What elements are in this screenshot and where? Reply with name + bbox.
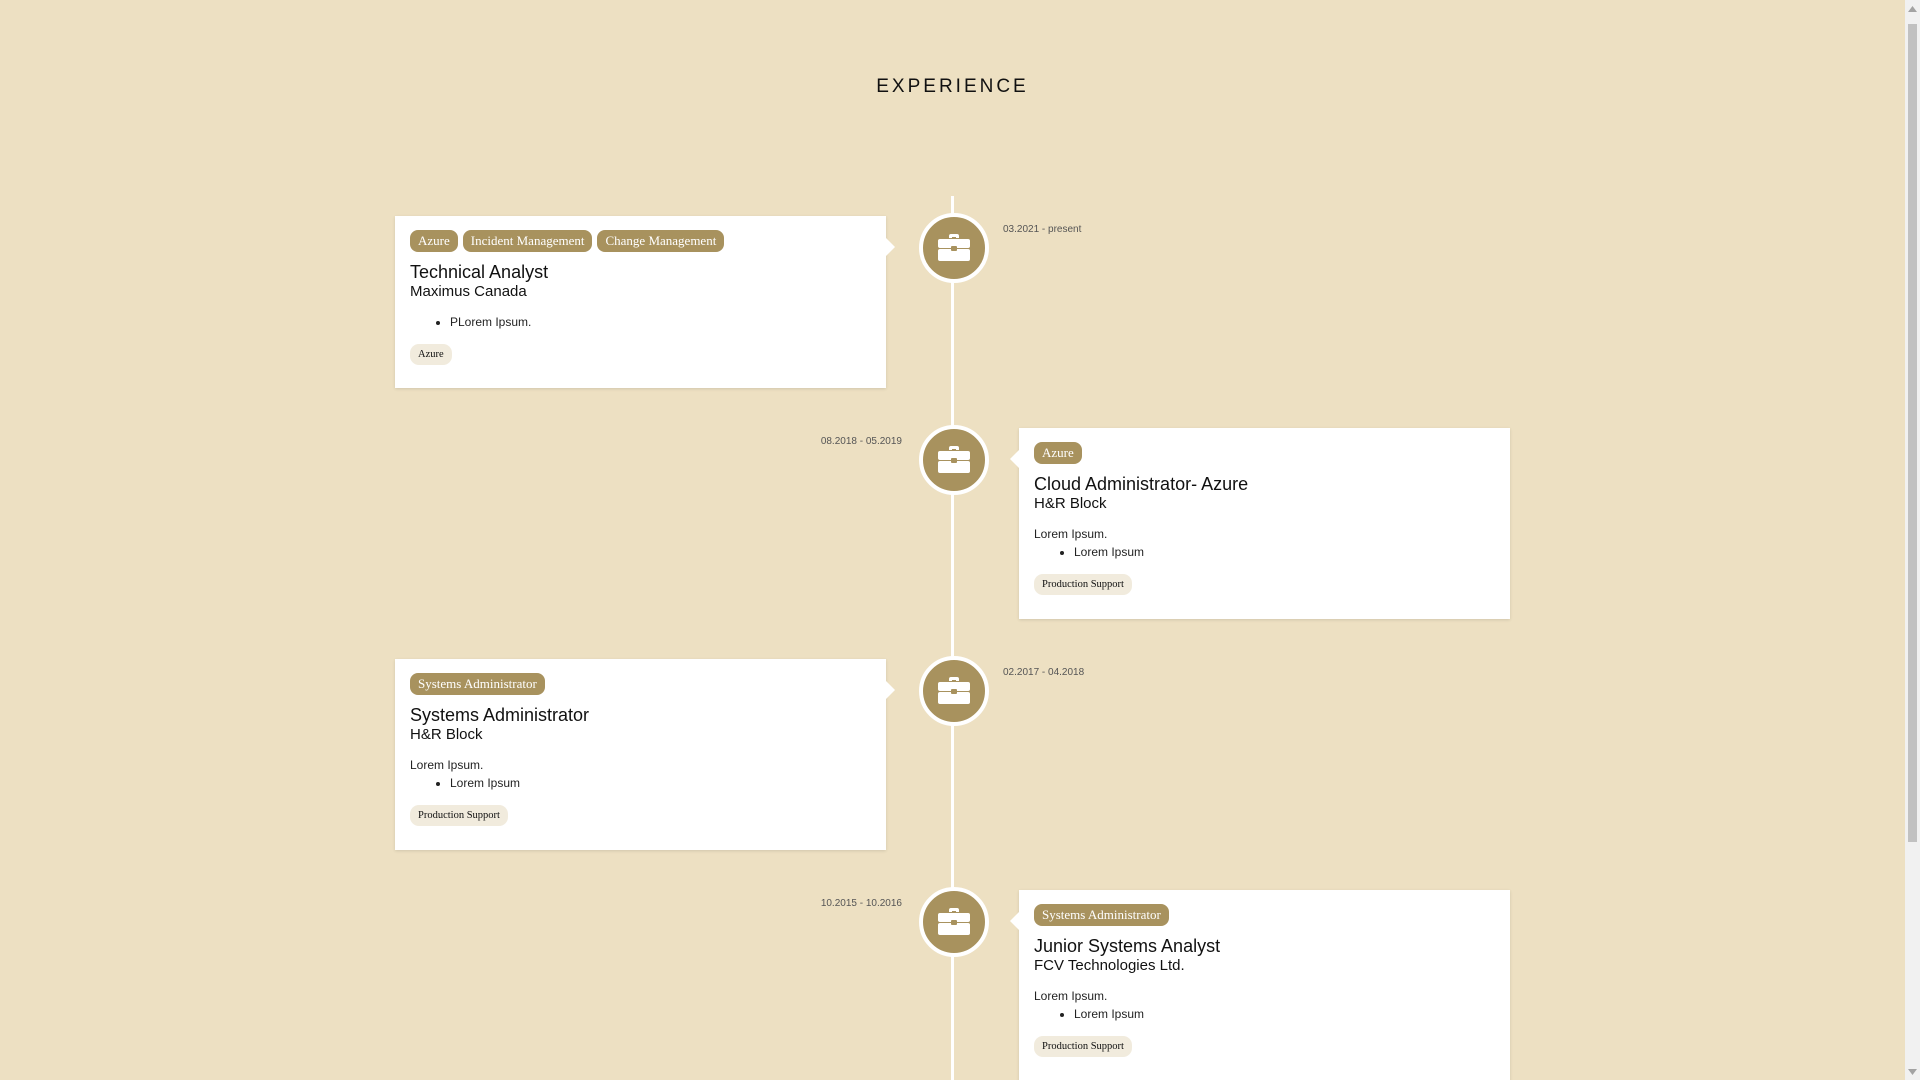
timeline-node-briefcase [919, 887, 989, 957]
bullet-item: Lorem Ipsum [1074, 1005, 1495, 1024]
tag-list: Systems Administrator [410, 673, 871, 695]
job-title: Cloud Administrator- Azure [1034, 474, 1249, 494]
experience-card: Systems Administrator Systems Administra… [395, 659, 895, 850]
skill-list: Production Support [1034, 1036, 1495, 1057]
skill-list: Azure [410, 344, 871, 365]
bullet-list: PLorem Ipsum. [410, 313, 871, 332]
skill-chip[interactable]: Azure [410, 344, 452, 365]
tag-list: Azure [1034, 442, 1495, 464]
tag-list: Systems Administrator [1034, 904, 1495, 926]
tag[interactable]: Change Management [597, 230, 725, 252]
job-date: 10.2015 - 10.2016 [820, 898, 902, 909]
skill-chip[interactable]: Production Support [410, 805, 508, 826]
bullet-item: PLorem Ipsum. [450, 313, 871, 332]
tag[interactable]: Systems Administrator [1034, 904, 1169, 926]
vertical-scrollbar[interactable] [1905, 0, 1920, 1080]
timeline-node-briefcase [919, 656, 989, 726]
skill-list: Production Support [410, 805, 871, 826]
bullet-item: Lorem Ipsum [450, 774, 871, 793]
company-name: FCV Technologies Ltd. [1034, 957, 1185, 974]
tag[interactable]: Systems Administrator [410, 673, 545, 695]
company-name: H&R Block [410, 726, 483, 743]
timeline-line [951, 196, 954, 1080]
scroll-down-arrow-icon[interactable] [1905, 1063, 1920, 1080]
scroll-thumb[interactable] [1908, 24, 1917, 842]
job-title: Junior Systems Analyst [1034, 936, 1221, 956]
experience-card: Azure Cloud Administrator- Azure H&R Blo… [1010, 428, 1510, 619]
scroll-up-arrow-icon[interactable] [1905, 0, 1920, 17]
bullet-list: Lorem Ipsum [410, 774, 871, 793]
tag-list: Azure Incident Management Change Managem… [410, 230, 871, 252]
bullet-item: Lorem Ipsum [1074, 543, 1495, 562]
skill-list: Production Support [1034, 574, 1495, 595]
skill-chip[interactable]: Production Support [1034, 574, 1132, 595]
section-title: EXPERIENCE [876, 76, 1029, 97]
job-description: Lorem Ipsum. [410, 758, 484, 772]
briefcase-icon [938, 908, 970, 935]
job-title: Systems Administrator [410, 705, 590, 725]
experience-card: Systems Administrator Junior Systems Ana… [1010, 890, 1510, 1080]
bullet-list: Lorem Ipsum [1034, 543, 1495, 562]
briefcase-icon [938, 677, 970, 704]
timeline-node-briefcase [919, 213, 989, 283]
job-description: Lorem Ipsum. [1034, 989, 1108, 1003]
job-date: 02.2017 - 04.2018 [1003, 667, 1085, 678]
job-date: 08.2018 - 05.2019 [820, 436, 902, 447]
briefcase-icon [938, 446, 970, 473]
company-name: Maximus Canada [410, 283, 527, 300]
tag[interactable]: Azure [1034, 442, 1082, 464]
job-description: Lorem Ipsum. [1034, 527, 1108, 541]
timeline-node-briefcase [919, 425, 989, 495]
experience-card: Azure Incident Management Change Managem… [395, 216, 895, 388]
job-title: Technical Analyst [410, 262, 549, 282]
briefcase-icon [938, 234, 970, 261]
bullet-list: Lorem Ipsum [1034, 1005, 1495, 1024]
tag[interactable]: Azure [410, 230, 458, 252]
job-date: 03.2021 - present [1003, 224, 1082, 235]
company-name: H&R Block [1034, 495, 1107, 512]
tag[interactable]: Incident Management [462, 230, 593, 252]
skill-chip[interactable]: Production Support [1034, 1036, 1132, 1057]
